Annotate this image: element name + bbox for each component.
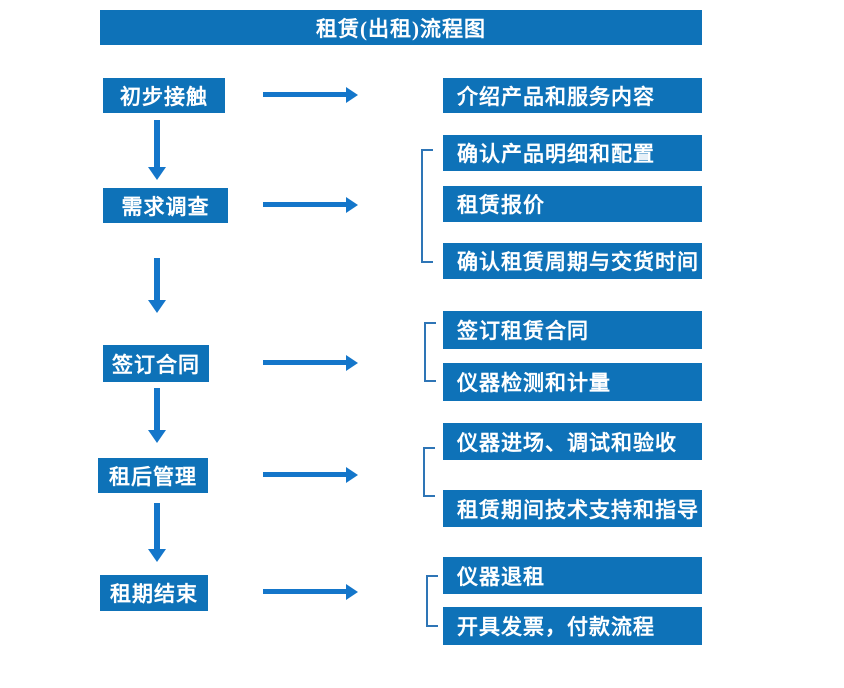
arrow-shaft [263, 92, 347, 97]
arrow-head [346, 355, 358, 371]
step-box-demand-survey: 需求调查 [103, 188, 228, 223]
group-bracket-icon [423, 447, 435, 497]
right-arrow-icon [263, 355, 358, 371]
output-box-sign-rental-contract: 签订租赁合同 [443, 311, 702, 349]
output-box-confirm-product-details: 确认产品明细和配置 [443, 135, 702, 171]
right-arrow-icon [263, 584, 358, 600]
step-box-sign-contract: 签订合同 [103, 345, 209, 382]
down-arrow-icon [148, 503, 166, 562]
arrow-shaft [154, 258, 160, 300]
arrow-shaft [154, 388, 160, 430]
right-arrow-icon [263, 87, 358, 103]
step-box-post-rental-management: 租后管理 [98, 458, 208, 493]
step-box-initial-contact: 初步接触 [103, 78, 225, 113]
arrow-shaft [263, 589, 347, 594]
right-arrow-icon [263, 467, 358, 483]
down-arrow-icon [148, 258, 166, 313]
output-box-introduce-products: 介绍产品和服务内容 [443, 78, 702, 113]
arrow-head [148, 167, 166, 180]
arrow-head [148, 300, 166, 313]
output-box-instrument-inspection: 仪器检测和计量 [443, 363, 702, 401]
arrow-shaft [263, 472, 347, 477]
arrow-shaft [154, 503, 160, 549]
right-arrow-icon [263, 197, 358, 213]
output-box-confirm-rental-period: 确认租赁周期与交货时间 [443, 243, 702, 279]
output-box-instrument-return: 仪器退租 [443, 557, 702, 594]
output-box-instrument-setup-acceptance: 仪器进场、调试和验收 [443, 423, 702, 460]
arrow-head [346, 197, 358, 213]
group-bracket-icon [421, 149, 433, 263]
arrow-head [148, 549, 166, 562]
arrow-shaft [154, 120, 160, 167]
arrow-shaft [263, 360, 347, 365]
output-box-rental-quote: 租赁报价 [443, 186, 702, 222]
arrow-shaft [263, 202, 347, 207]
arrow-head [346, 584, 358, 600]
flowchart-title: 租赁(出租)流程图 [100, 10, 702, 45]
arrow-head [148, 430, 166, 443]
output-box-invoice-payment: 开具发票，付款流程 [443, 607, 702, 645]
arrow-head [346, 467, 358, 483]
step-box-rental-end: 租期结束 [100, 575, 208, 611]
arrow-head [346, 87, 358, 103]
down-arrow-icon [148, 120, 166, 180]
group-bracket-icon [424, 322, 436, 382]
down-arrow-icon [148, 388, 166, 443]
group-bracket-icon [426, 575, 438, 627]
output-box-tech-support: 租赁期间技术支持和指导 [443, 490, 702, 527]
